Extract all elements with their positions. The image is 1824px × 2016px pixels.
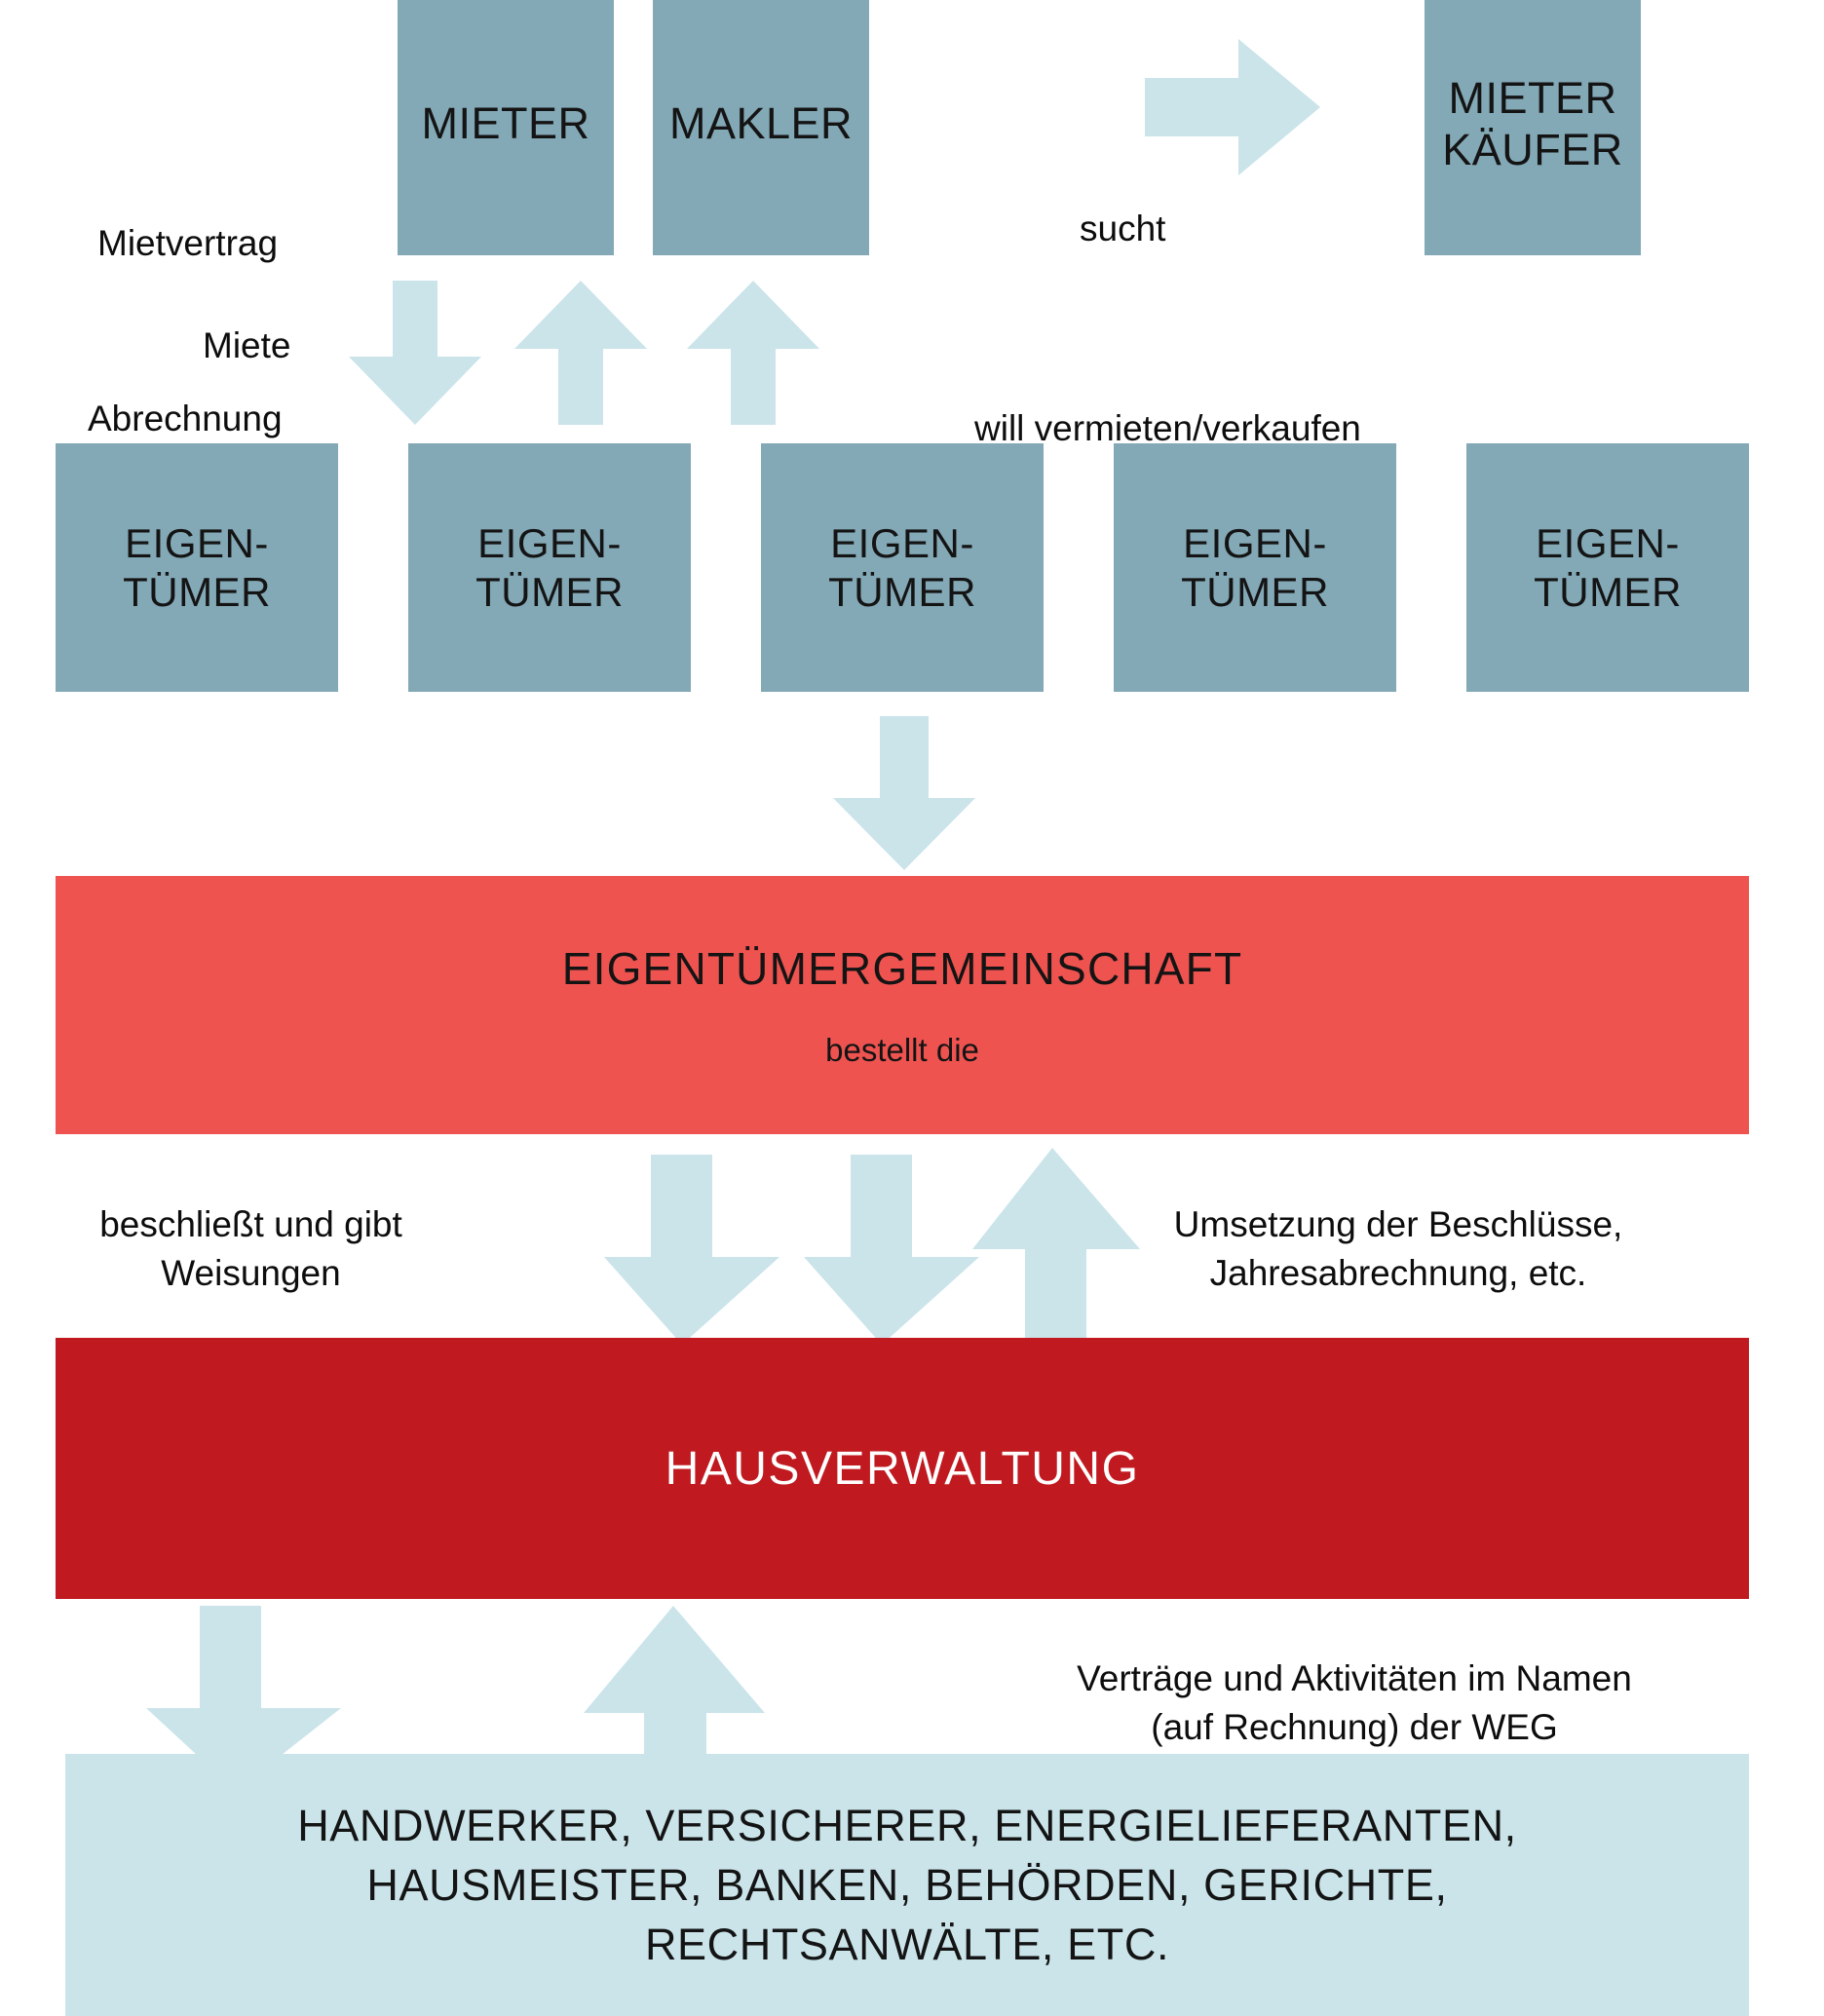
label-mietvertrag: Mietvertrag [97,171,278,268]
arrow-up-eigentuemer-to-mieter [514,281,647,425]
band-eigentuemergemeinschaft-title: EIGENTÜMERGEMEINSCHAFT [561,942,1243,994]
label-will-vermieten-verkaufen-text: will vermieten/verkaufen [974,407,1361,448]
label-abrechnung: Abrechnung [88,346,283,443]
label-beschliesst-text: beschließt und gibt Weisungen [99,1203,402,1293]
actor-box-mieter-kaeufer-label: MIETER KÄUFER [1442,72,1623,174]
arrow-down-eigentuemer-to-weg [833,716,975,870]
band-eigentuemergemeinschaft-subtitle: bestellt die [825,1031,979,1068]
label-miete-text: Miete [203,324,291,365]
label-vertraege-text: Verträge und Aktivitäten im Namen (auf R… [1077,1657,1632,1747]
label-miete: Miete [203,273,290,370]
owner-box-1[interactable]: EIGEN- TÜMER [56,443,338,692]
arrow-up-eigentuemer-to-makler [687,281,819,425]
actor-box-mieter-label: MIETER [421,98,590,149]
owner-box-2-label: EIGEN- TÜMER [475,519,624,615]
actor-box-makler[interactable]: MAKLER [653,0,869,255]
label-will-vermieten-verkaufen: will vermieten/verkaufen [974,356,1361,453]
label-umsetzung-der-beschluesse: Umsetzung der Beschlüsse, Jahresabrechnu… [1096,1152,1700,1298]
label-sucht: sucht [1080,156,1165,253]
owner-box-3[interactable]: EIGEN- TÜMER [761,443,1044,692]
arrow-right-makler-to-mieter-kaeufer [1145,39,1320,175]
owner-box-5-label: EIGEN- TÜMER [1534,519,1682,615]
label-beschliesst-und-gibt-weisungen: beschließt und gibt Weisungen [58,1152,443,1298]
band-hausverwaltung-title: HAUSVERWALTUNG [665,1442,1140,1495]
actor-box-mieter[interactable]: MIETER [398,0,614,255]
label-umsetzung-text: Umsetzung der Beschlüsse, Jahresabrechnu… [1173,1203,1623,1293]
arrow-up-hausverwaltung-to-weg [965,1148,1140,1343]
owner-box-5[interactable]: EIGEN- TÜMER [1466,443,1749,692]
arrow-down-weg-to-hausverwaltung-2 [804,1155,979,1345]
band-hausverwaltung[interactable]: HAUSVERWALTUNG [56,1338,1749,1599]
band-eigentuemergemeinschaft[interactable]: EIGENTÜMERGEMEINSCHAFT bestellt die [56,876,1749,1134]
owner-box-1-label: EIGEN- TÜMER [123,519,271,615]
band-dienstleister[interactable]: HANDWERKER, VERSICHERER, ENERGIELIEFERAN… [65,1754,1749,2016]
arrow-up-providers-to-hausverwaltung [580,1606,765,1791]
arrow-down-mieter-to-eigentuemer [349,281,481,425]
band-dienstleister-text: HANDWERKER, VERSICHERER, ENERGIELIEFERAN… [297,1800,1517,1970]
actor-box-makler-label: MAKLER [668,98,854,149]
arrow-down-weg-to-hausverwaltung-1 [604,1155,779,1345]
owner-box-3-label: EIGEN- TÜMER [828,519,976,615]
label-abrechnung-text: Abrechnung [88,398,283,438]
label-mietvertrag-text: Mietvertrag [97,222,279,263]
owner-box-4-label: EIGEN- TÜMER [1181,519,1329,615]
owner-box-2[interactable]: EIGEN- TÜMER [408,443,691,692]
label-sucht-text: sucht [1080,208,1166,248]
arrow-down-hausverwaltung-to-providers [146,1606,341,1791]
actor-box-mieter-kaeufer[interactable]: MIETER KÄUFER [1425,0,1641,255]
label-vertraege-und-aktivitaeten: Verträge und Aktivitäten im Namen (auf R… [974,1606,1734,1752]
owner-box-4[interactable]: EIGEN- TÜMER [1114,443,1396,692]
